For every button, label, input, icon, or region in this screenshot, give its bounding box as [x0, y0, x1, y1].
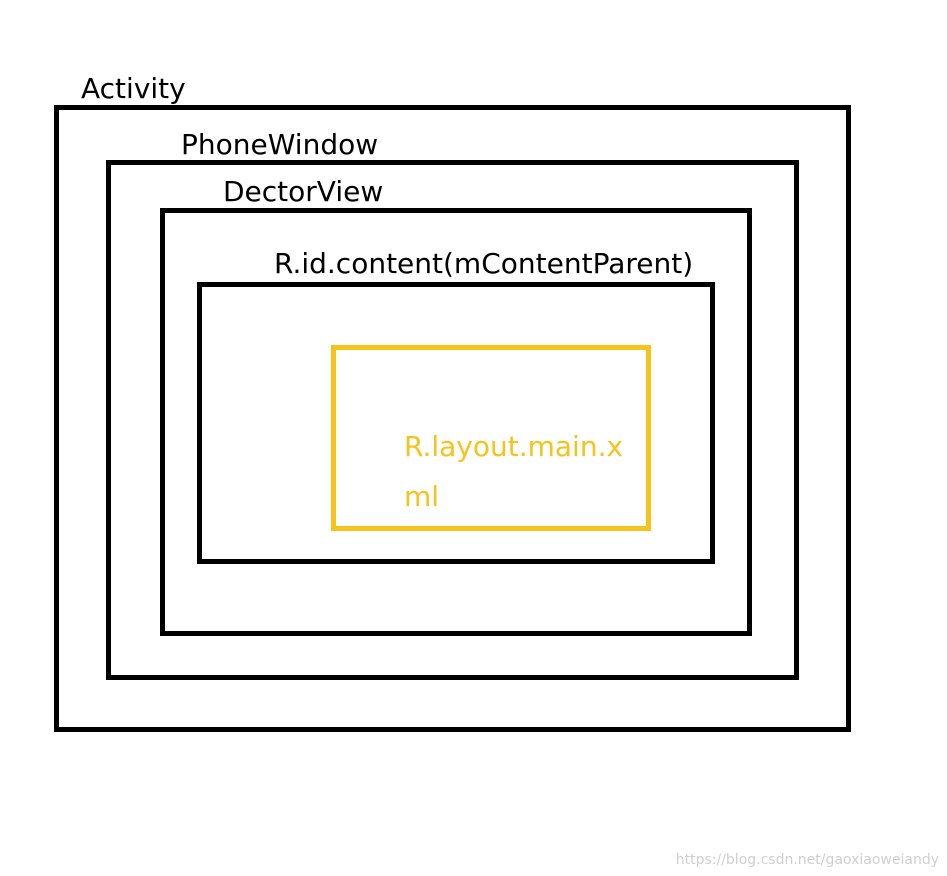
activity-label: Activity	[81, 72, 186, 105]
decor-view-label: DectorView	[223, 175, 384, 208]
layout-xml-label: R.layout.main.xml	[404, 430, 624, 513]
phone-window-label: PhoneWindow	[181, 128, 379, 161]
decor-view-box	[160, 208, 752, 636]
phone-window-box	[106, 160, 799, 680]
content-parent-label: R.id.content(mContentParent)	[274, 247, 694, 280]
content-parent-box	[197, 282, 715, 564]
watermark: https://blog.csdn.net/gaoxiaoweiandy	[675, 852, 939, 868]
layout-xml-box	[331, 345, 651, 531]
activity-box	[54, 105, 851, 732]
